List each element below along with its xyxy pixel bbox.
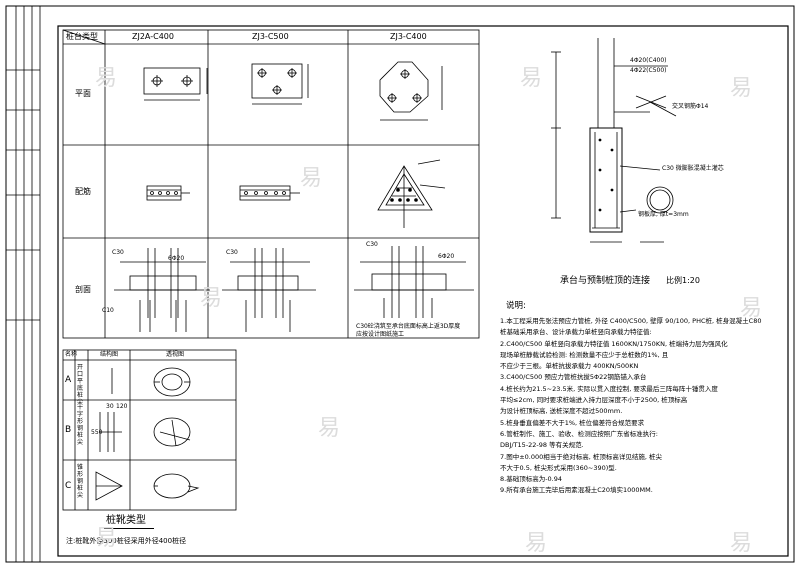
watermark: 易 bbox=[95, 526, 118, 551]
detail-rebar-c500: 4Φ22(C500) bbox=[630, 67, 667, 74]
annot-c10-col1: C10 bbox=[102, 307, 114, 314]
watermark: 易 bbox=[95, 66, 118, 91]
note-line: 为设计桩顶标高, 送桩深度不超过500mm. bbox=[500, 407, 623, 416]
watermark: 易 bbox=[318, 416, 341, 441]
note-line: DBJ/T15-22-98 等有关规范. bbox=[500, 441, 584, 450]
note-line: 不应少于三根。单桩抗拔承载力 400KN/500KN bbox=[500, 362, 639, 371]
pile-row-b: B bbox=[65, 425, 72, 435]
watermark: 易 bbox=[740, 296, 763, 321]
pile-header-name: 名称 bbox=[65, 351, 78, 358]
detail-title: 承台与预制桩顶的连接 bbox=[560, 276, 651, 286]
pile-row-b-text: 十字形钢桩尖 bbox=[77, 404, 84, 446]
watermark: 易 bbox=[525, 531, 548, 556]
detail-rebar-c400: 4Φ20(C400) bbox=[630, 57, 667, 64]
pile-row-a: A bbox=[65, 375, 72, 385]
note-line: 5.桩身垂直偏差不大于1%, 桩位偏差符合规范要求 bbox=[500, 418, 645, 427]
note-line: 1.本工程采用先张法预应力管桩, 外径 C400/C500, 壁厚 90/100… bbox=[500, 317, 762, 325]
title-underline bbox=[104, 528, 154, 529]
pile-row-a-text: 开口平底桩尖 bbox=[77, 364, 84, 406]
notes-heading: 说明: bbox=[506, 301, 526, 311]
annot-c30-col1: C30 bbox=[112, 249, 124, 256]
pile-header-structure: 结构图 bbox=[100, 351, 119, 358]
row-label-section: 剖面 bbox=[75, 285, 91, 294]
note-line: 现场单桩静载试验检测: 检测数量不应少于总桩数的1%, 且 bbox=[500, 350, 669, 359]
notes-list: 1.本工程采用先张法预应力管桩, 外径 C400/C500, 壁厚 90/100… bbox=[500, 316, 790, 497]
pile-header-perspective: 透视图 bbox=[166, 351, 185, 358]
row-label-reinforcement: 配筋 bbox=[75, 187, 91, 196]
pile-dim-30: 30 bbox=[106, 403, 114, 410]
watermark: 易 bbox=[730, 531, 753, 556]
annot-note-2: 应按设计图纸施工 bbox=[356, 331, 405, 338]
watermark: 易 bbox=[520, 66, 543, 91]
pile-row-c: C bbox=[65, 481, 72, 491]
column-header-2: ZJ3-C500 bbox=[252, 32, 289, 41]
watermark: 易 bbox=[730, 76, 753, 101]
table-corner-header: 桩台类型 bbox=[66, 32, 98, 41]
note-line: 8.基础顶标高为-0.94 bbox=[500, 475, 563, 484]
detail-c30-fill: C30 微膨胀混凝土灌芯 bbox=[662, 165, 724, 172]
pile-dim-120: 120 bbox=[116, 403, 128, 410]
detail-cross-rebar: 交叉钢筋Φ14 bbox=[672, 103, 709, 110]
note-line: 不大于0.5, 桩尖形式采用(360~390)型. bbox=[500, 463, 617, 472]
note-line: 桩基础采用承台、设计承载力单桩竖向承载力特征值: bbox=[500, 328, 652, 337]
row-label-plan: 平面 bbox=[75, 89, 91, 98]
note-line: 平均≤2cm, 同时要求桩端进入持力层深度不小于2500, 桩顶标高 bbox=[500, 396, 688, 405]
watermark: 易 bbox=[300, 166, 323, 191]
pile-row-c-text: 锥形钢桩尖 bbox=[77, 464, 84, 499]
note-line: 4.桩长约为21.5~23.5米, 实际以贯入度控制, 要求最后三阵每阵十锤贯入… bbox=[500, 384, 718, 393]
footnote: 注:桩靴外径500桩径采用外径400桩径 bbox=[66, 537, 187, 545]
annot-note-1: C30砼浇筑至承台底面标高上返3D厚度 bbox=[356, 323, 461, 330]
annot-rebar-col1: 6Φ20 bbox=[168, 255, 185, 262]
note-line: 3.C400/C500 预应力管桩抗拔5Φ22钢筋锚入承台 bbox=[500, 373, 647, 382]
note-line: 9.所有承台施工完毕后用素混凝土C20填实1000MM. bbox=[500, 486, 653, 495]
annot-c30-col3: C30 bbox=[366, 241, 378, 248]
detail-steel-plate: 钢板厚, 厚t=3mm bbox=[638, 211, 689, 218]
detail-scale: 比例1:20 bbox=[666, 276, 700, 285]
note-line: 2.C400/C500 单桩竖向承载力特征值 1600KN/1750KN, 桩端… bbox=[500, 339, 728, 348]
note-line: 7.图中±0.000相当于绝对标高, 桩顶标高详见结施, 桩尖 bbox=[500, 452, 663, 461]
annot-c30-col2: C30 bbox=[226, 249, 238, 256]
pile-shoe-title: 桩靴类型 bbox=[106, 515, 146, 526]
column-header-3: ZJ3-C400 bbox=[390, 32, 427, 41]
pile-dim-550: 550 bbox=[91, 429, 103, 436]
column-header-1: ZJ2A-C400 bbox=[132, 32, 174, 41]
annot-rebar-col3: 6Φ20 bbox=[438, 253, 455, 260]
watermark: 易 bbox=[200, 286, 223, 311]
note-line: 6.管桩制作、施工、验收、检测应按照广东省标准执行: bbox=[500, 429, 658, 438]
